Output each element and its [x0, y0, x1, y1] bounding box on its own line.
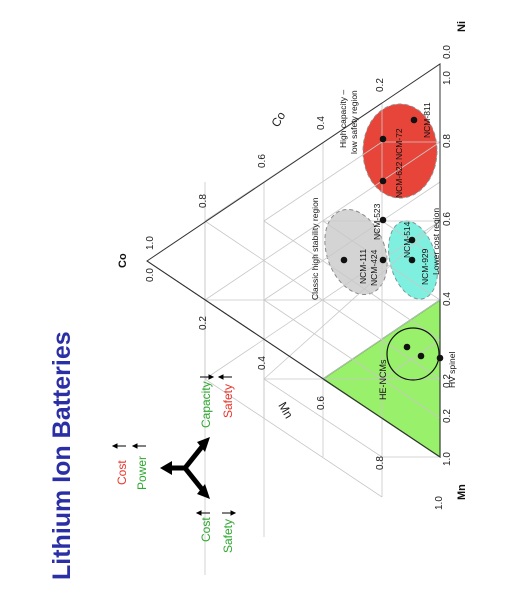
co-tick-0: 0.0 [145, 268, 156, 282]
point-hv-spinel [436, 354, 444, 362]
ni-tick-0.4: 0.4 [442, 292, 453, 306]
label-ncm514: NCM-514 [402, 221, 412, 258]
point-ncm72 [379, 135, 387, 143]
co-tick-1: 1.0 [145, 236, 156, 250]
label-hv-spinel: HV spinel [447, 352, 457, 388]
mn-tick-0.6: 0.6 [316, 396, 327, 410]
legend-safety-right: Safety [221, 384, 235, 418]
point-ncm424 [379, 256, 387, 264]
label-high-capacity: High capacity – [338, 90, 348, 148]
label-classic: Classic high stability region [310, 197, 320, 300]
mn-tick-1.0: 1.0 [434, 496, 445, 510]
mn-tick-0.4: 0.4 [257, 356, 268, 370]
ni-tick-0.2: 0.2 [442, 409, 453, 423]
axis-name-co: Co [268, 109, 288, 130]
ncm-points [340, 116, 444, 362]
ni-tick-1.0-top: 1.0 [442, 71, 453, 85]
point-ncm622 [379, 177, 387, 185]
legend-safety-bottom: Safety [221, 519, 235, 553]
point-ncm111 [340, 256, 348, 264]
co-tick-0.4: 0.4 [316, 116, 327, 130]
vertex-mn: Mn [456, 484, 468, 500]
legend-cost-top: Cost [115, 460, 129, 485]
label-high-capacity-2: low safety region [349, 90, 359, 154]
label-ncm811: NCM-811 [422, 102, 432, 138]
label-ncm111: NCM-111 [358, 249, 368, 284]
legend-power-top: Power [135, 456, 149, 490]
ni-tick-0.8: 0.8 [442, 134, 453, 148]
slide-title: Lithium Ion Batteries [48, 331, 76, 580]
ni-tick-1: 1.0 [442, 452, 453, 466]
label-he-ncms: HE-NCMs [378, 359, 388, 400]
co-tick-0.8: 0.8 [198, 194, 209, 208]
legend-capacity: Capacity [199, 381, 213, 428]
ni-tick-0.2-top: 0.2 [442, 374, 453, 388]
co-tick-0.2: 0.2 [375, 78, 386, 92]
point-ncm929 [408, 256, 416, 264]
mn-edge [146, 260, 441, 458]
high-capacity-region [362, 103, 438, 199]
label-ncm622: NCM-622 [394, 161, 404, 198]
he-ncm-circle [386, 327, 440, 381]
mn-tick-0.2: 0.2 [198, 316, 209, 330]
point-ncm523 [379, 216, 387, 224]
vertex-co: Co [117, 253, 129, 268]
ni-tick-0.6: 0.6 [442, 212, 453, 226]
point-ncm811 [410, 116, 418, 124]
co-tick-0.6: 0.6 [257, 154, 268, 168]
point-ncm514 [408, 236, 416, 244]
axis-name-mn: Mn [275, 400, 295, 421]
ni-tick-0: 0.0 [442, 45, 453, 59]
legend-small-arrows [111, 374, 237, 516]
label-ncm523: NCM-523 [372, 203, 382, 240]
label-ncm72: NCM-72 [394, 128, 404, 160]
mn-tick-0.8: 0.8 [375, 456, 386, 470]
label-lower-cost: Lower cost region [431, 208, 441, 275]
label-ncm929: NCM-929 [420, 248, 430, 285]
legend-cost-bottom: Cost [199, 517, 213, 542]
classic-stability-region [324, 208, 388, 296]
vertex-ni: Ni [456, 21, 468, 32]
label-ncm424: NCM-424 [369, 249, 379, 286]
tradeoff-arrows [160, 437, 210, 499]
point-he-ncm-2 [417, 352, 425, 360]
point-he-ncm-1 [403, 343, 411, 351]
